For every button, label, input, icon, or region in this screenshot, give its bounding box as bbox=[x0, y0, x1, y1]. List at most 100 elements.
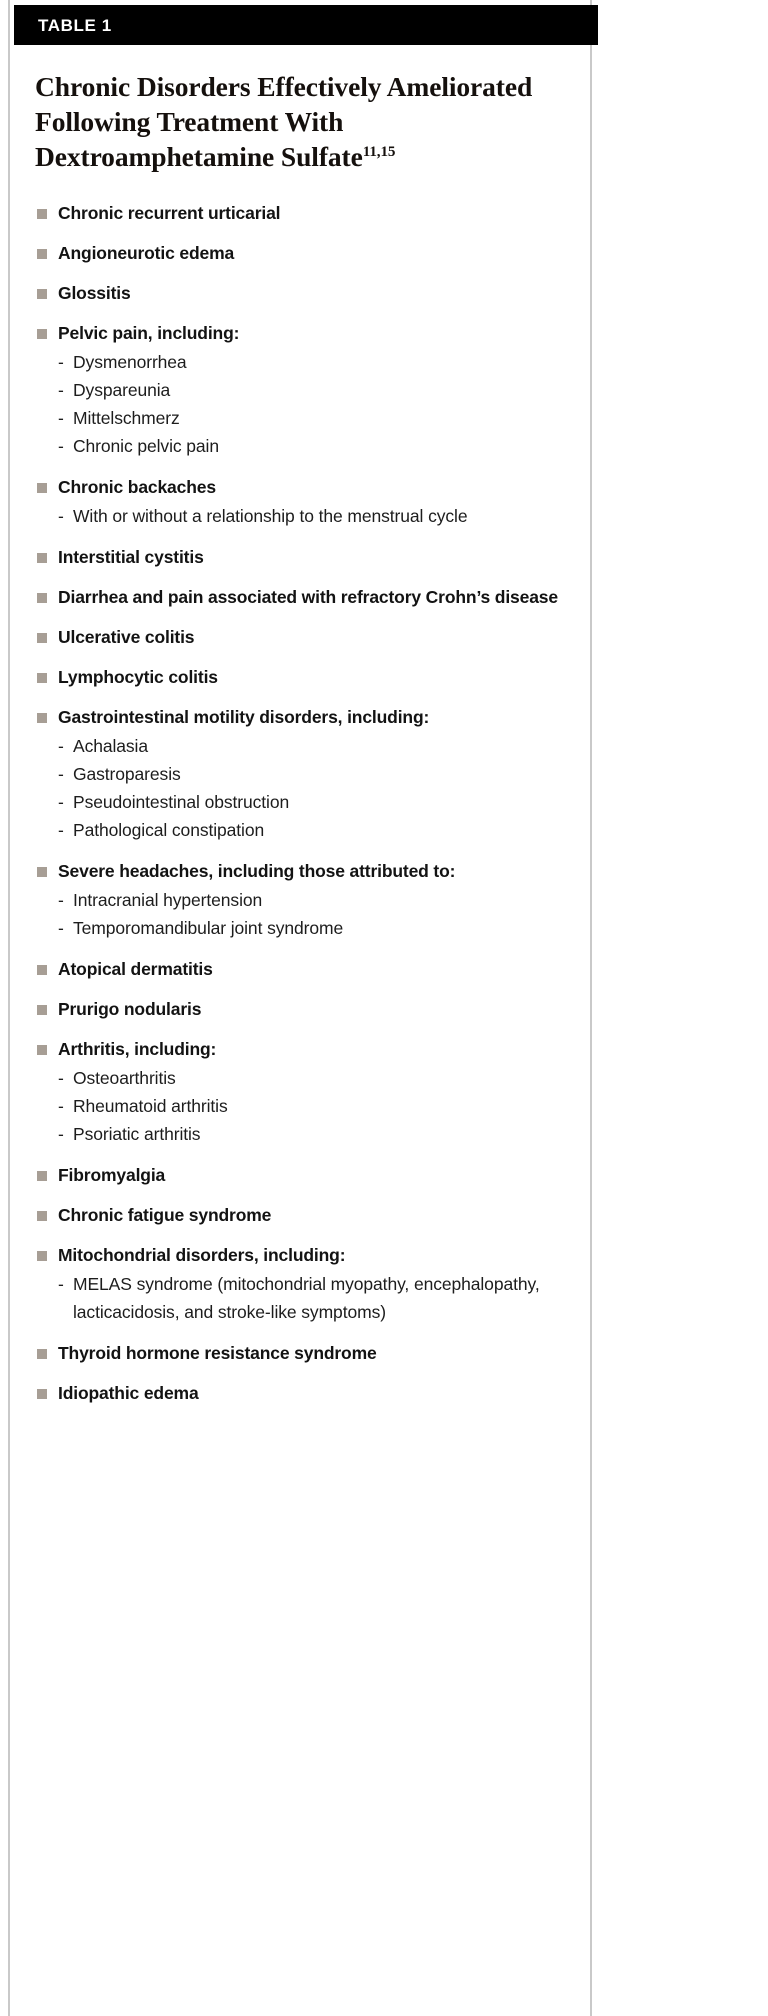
square-bullet-icon bbox=[37, 965, 47, 975]
sub-list-item: -Rheumatoid arthritis bbox=[35, 1092, 568, 1120]
dash-marker-icon: - bbox=[58, 408, 64, 428]
table-body: Chronic Disorders Effectively Ameliorate… bbox=[10, 45, 590, 1420]
sub-list: -Osteoarthritis-Rheumatoid arthritis-Pso… bbox=[35, 1064, 568, 1148]
list-item-text: Lymphocytic colitis bbox=[58, 667, 218, 687]
list-item-text: Thyroid hormone resistance syndrome bbox=[58, 1343, 377, 1363]
list-item-label: Interstitial cystitis bbox=[35, 544, 568, 570]
sub-list-item-text: MELAS syndrome (mitochondrial myopathy, … bbox=[73, 1274, 540, 1322]
square-bullet-icon bbox=[37, 289, 47, 299]
sub-list: -Dysmenorrhea-Dyspareunia-Mittelschmerz-… bbox=[35, 348, 568, 460]
sub-list-item-text: Dyspareunia bbox=[73, 380, 171, 400]
list-item-label: Chronic fatigue syndrome bbox=[35, 1202, 568, 1228]
list-item-text: Atopical dermatitis bbox=[58, 959, 213, 979]
sub-list-item: -Mittelschmerz bbox=[35, 404, 568, 432]
sub-list: -Achalasia-Gastroparesis-Pseudointestina… bbox=[35, 732, 568, 844]
list-item: Angioneurotic edema bbox=[35, 240, 568, 266]
list-item-label: Arthritis, including: bbox=[35, 1036, 568, 1062]
sub-list-item: -Dysmenorrhea bbox=[35, 348, 568, 376]
list-item-text: Interstitial cystitis bbox=[58, 547, 204, 567]
list-item: Thyroid hormone resistance syndrome bbox=[35, 1340, 568, 1366]
list-item-text: Gastrointestinal motility disorders, inc… bbox=[58, 707, 430, 727]
table-title-text: Chronic Disorders Effectively Ameliorate… bbox=[35, 71, 533, 172]
table-figure: TABLE 1 Chronic Disorders Effectively Am… bbox=[8, 0, 598, 2016]
dash-marker-icon: - bbox=[58, 890, 64, 910]
list-item-label: Idiopathic edema bbox=[35, 1380, 568, 1406]
list-item-text: Chronic fatigue syndrome bbox=[58, 1205, 272, 1225]
sub-list-item: -Intracranial hypertension bbox=[35, 886, 568, 914]
list-item: Arthritis, including:-Osteoarthritis-Rhe… bbox=[35, 1036, 568, 1148]
list-item: Interstitial cystitis bbox=[35, 544, 568, 570]
square-bullet-icon bbox=[37, 673, 47, 683]
square-bullet-icon bbox=[37, 593, 47, 603]
sub-list-item-text: Temporomandibular joint syndrome bbox=[73, 918, 344, 938]
sub-list-item: -MELAS syndrome (mitochondrial myopathy,… bbox=[35, 1270, 568, 1326]
list-item-label: Glossitis bbox=[35, 280, 568, 306]
sub-list-item-text: Achalasia bbox=[73, 736, 148, 756]
list-item-label: Ulcerative colitis bbox=[35, 624, 568, 650]
sub-list-item: -Chronic pelvic pain bbox=[35, 432, 568, 460]
square-bullet-icon bbox=[37, 553, 47, 563]
square-bullet-icon bbox=[37, 483, 47, 493]
square-bullet-icon bbox=[37, 1251, 47, 1261]
list-item-label: Chronic backaches bbox=[35, 474, 568, 500]
list-item: Lymphocytic colitis bbox=[35, 664, 568, 690]
list-item-text: Severe headaches, including those attrib… bbox=[58, 861, 456, 881]
sub-list-item-text: Psoriatic arthritis bbox=[73, 1124, 201, 1144]
list-item-label: Fibromyalgia bbox=[35, 1162, 568, 1188]
table-header-bar: TABLE 1 bbox=[14, 5, 598, 45]
list-item: Severe headaches, including those attrib… bbox=[35, 858, 568, 942]
sub-list-item-text: Mittelschmerz bbox=[73, 408, 180, 428]
list-item: Prurigo nodularis bbox=[35, 996, 568, 1022]
list-item-text: Pelvic pain, including: bbox=[58, 323, 240, 343]
sub-list-item-text: Pseudointestinal obstruction bbox=[73, 792, 290, 812]
list-item-text: Chronic backaches bbox=[58, 477, 216, 497]
list-item-text: Fibromyalgia bbox=[58, 1165, 166, 1185]
square-bullet-icon bbox=[37, 329, 47, 339]
list-item: Ulcerative colitis bbox=[35, 624, 568, 650]
square-bullet-icon bbox=[37, 1389, 47, 1399]
sub-list: -MELAS syndrome (mitochondrial myopathy,… bbox=[35, 1270, 568, 1326]
dash-marker-icon: - bbox=[58, 506, 64, 526]
list-item: Atopical dermatitis bbox=[35, 956, 568, 982]
sub-list-item: -Psoriatic arthritis bbox=[35, 1120, 568, 1148]
square-bullet-icon bbox=[37, 209, 47, 219]
list-item-label: Thyroid hormone resistance syndrome bbox=[35, 1340, 568, 1366]
dash-marker-icon: - bbox=[58, 352, 64, 372]
list-item: Mitochondrial disorders, including:-MELA… bbox=[35, 1242, 568, 1326]
list-item-text: Idiopathic edema bbox=[58, 1383, 199, 1403]
table-title: Chronic Disorders Effectively Ameliorate… bbox=[35, 69, 568, 174]
sub-list-item-text: Intracranial hypertension bbox=[73, 890, 263, 910]
list-item-label: Angioneurotic edema bbox=[35, 240, 568, 266]
sub-list-item: -Osteoarthritis bbox=[35, 1064, 568, 1092]
list-item: Diarrhea and pain associated with refrac… bbox=[35, 584, 568, 610]
sub-list-item-text: Pathological constipation bbox=[73, 820, 265, 840]
dash-marker-icon: - bbox=[58, 764, 64, 784]
square-bullet-icon bbox=[37, 249, 47, 259]
list-item-label: Chronic recurrent urticarial bbox=[35, 200, 568, 226]
sub-list-item-text: Dysmenorrhea bbox=[73, 352, 187, 372]
list-item-label: Mitochondrial disorders, including: bbox=[35, 1242, 568, 1268]
dash-marker-icon: - bbox=[58, 820, 64, 840]
list-item-text: Glossitis bbox=[58, 283, 131, 303]
sub-list: -Intracranial hypertension-Temporomandib… bbox=[35, 886, 568, 942]
square-bullet-icon bbox=[37, 1045, 47, 1055]
list-item-text: Diarrhea and pain associated with refrac… bbox=[58, 587, 558, 607]
table-title-reference: 11,15 bbox=[362, 143, 396, 160]
dash-marker-icon: - bbox=[58, 736, 64, 756]
square-bullet-icon bbox=[37, 1349, 47, 1359]
list-item-label: Diarrhea and pain associated with refrac… bbox=[35, 584, 568, 610]
square-bullet-icon bbox=[37, 1005, 47, 1015]
square-bullet-icon bbox=[37, 867, 47, 877]
list-item: Fibromyalgia bbox=[35, 1162, 568, 1188]
list-item: Pelvic pain, including:-Dysmenorrhea-Dys… bbox=[35, 320, 568, 460]
list-item-text: Prurigo nodularis bbox=[58, 999, 202, 1019]
list-item-label: Prurigo nodularis bbox=[35, 996, 568, 1022]
dash-marker-icon: - bbox=[58, 918, 64, 938]
sub-list-item: -Pathological constipation bbox=[35, 816, 568, 844]
dash-marker-icon: - bbox=[58, 380, 64, 400]
sub-list-item-text: With or without a relationship to the me… bbox=[73, 506, 468, 526]
dash-marker-icon: - bbox=[58, 1124, 64, 1144]
list-item: Chronic fatigue syndrome bbox=[35, 1202, 568, 1228]
list-item-text: Chronic recurrent urticarial bbox=[58, 203, 281, 223]
